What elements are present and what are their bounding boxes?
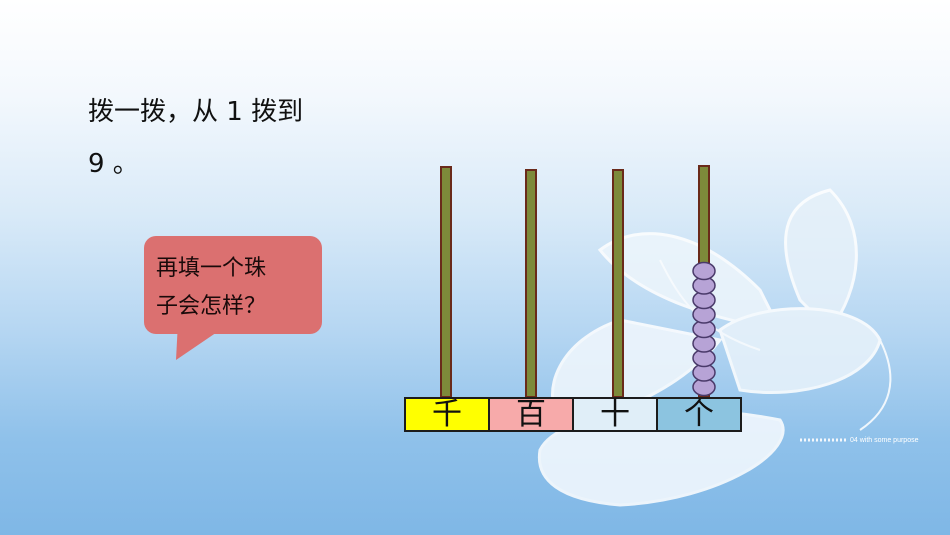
place-hundreds: 百 (490, 399, 574, 430)
place-thousands: 千 (406, 399, 490, 430)
abacus-rod-tens (612, 169, 624, 398)
speech-bubble-text: 再填一个珠 子会怎样？ (156, 250, 320, 326)
abacus-place-value-base: 千 百 十 个 (404, 397, 742, 432)
speech-bubble: 再填一个珠 子会怎样？ (144, 236, 322, 334)
instruction-line-1: 拨一拨，从 1 拨到 (88, 97, 304, 127)
abacus-rod-thousands (440, 166, 452, 398)
bubble-line-1: 再填一个珠 (156, 256, 267, 281)
place-tens: 十 (574, 399, 658, 430)
instruction-line-2: 9 。 (88, 149, 139, 179)
place-ones: 个 (658, 399, 740, 430)
bubble-line-2: 子会怎样？ (156, 294, 267, 319)
abacus-rod-hundreds (525, 169, 537, 398)
abacus-bead-ones[interactable] (692, 261, 716, 281)
instruction-text: 拨一拨，从 1 拨到 9 。 (88, 86, 338, 190)
watermark-text: 04 with some purpose (850, 437, 919, 444)
